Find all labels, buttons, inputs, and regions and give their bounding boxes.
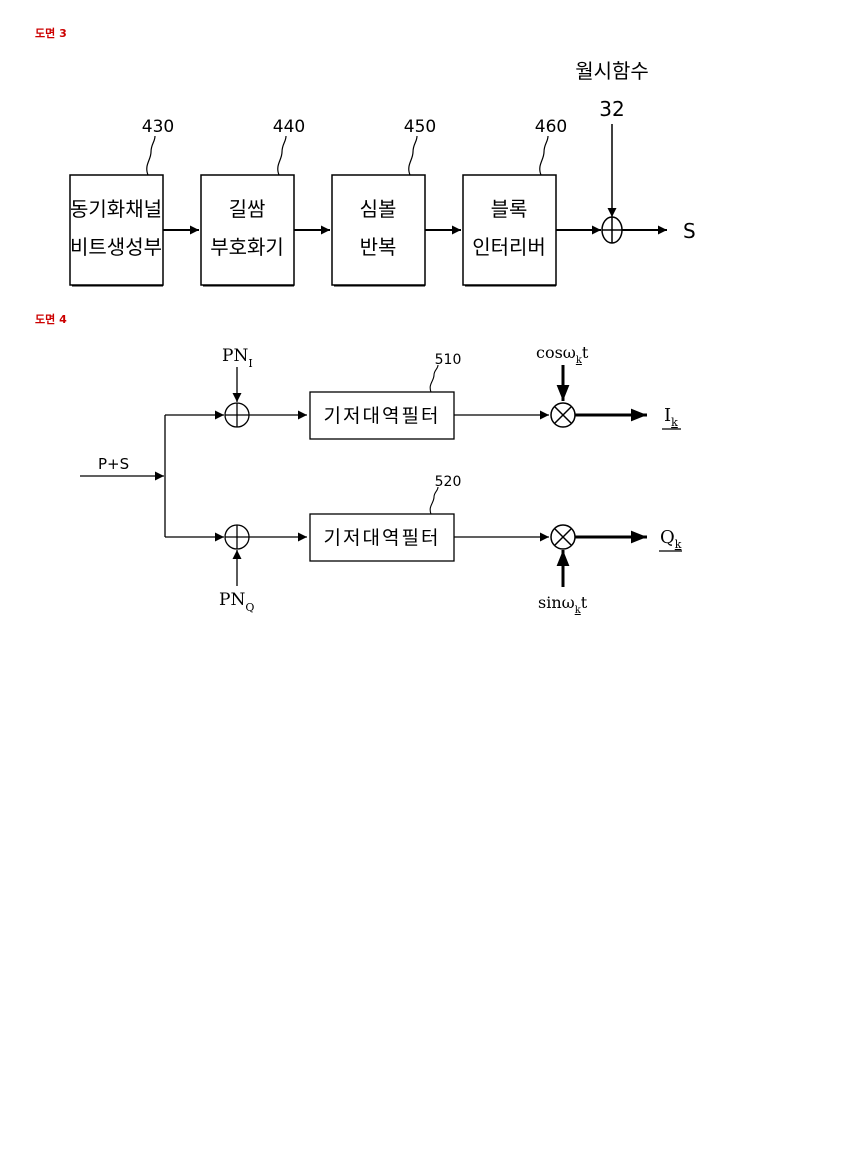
pn-i-label: PNI bbox=[222, 346, 253, 370]
adder-symbol-i bbox=[224, 402, 250, 428]
ref-number-520: 520 bbox=[435, 474, 462, 490]
pn-q-label: PNQ bbox=[219, 590, 254, 614]
sin-carrier-label: sinωkt bbox=[538, 593, 588, 616]
block-block-interleaver: 블록 인터리버 460 bbox=[462, 117, 567, 287]
output-q-label: Qk bbox=[660, 527, 682, 551]
block-430-line2: 비트생성부 bbox=[70, 235, 162, 259]
ref-number-460: 460 bbox=[535, 117, 567, 137]
adder-symbol-q bbox=[224, 524, 250, 550]
ref-number-430: 430 bbox=[142, 117, 174, 137]
ref-leader-450 bbox=[408, 135, 418, 176]
input-p-plus-s-label: P+S bbox=[98, 455, 129, 473]
block-430-box bbox=[69, 174, 164, 286]
block-460-box bbox=[462, 174, 557, 286]
block-symbol-repetition: 심볼 반복 450 bbox=[331, 117, 436, 287]
ref-number-440: 440 bbox=[273, 117, 305, 137]
block-460-line2: 인터리버 bbox=[472, 235, 546, 259]
block-450-box bbox=[331, 174, 426, 286]
block-430-line1: 동기화채널 bbox=[70, 197, 162, 221]
block-440-box bbox=[200, 174, 295, 286]
baseband-filter-520: 기저대역필터 520 bbox=[309, 474, 462, 562]
figure-4-label: 도면 4 bbox=[35, 312, 67, 326]
filter-520-label: 기저대역필터 bbox=[324, 527, 441, 549]
figure-4: 도면 4 P+S PNI PNQ 기저대역필터 5 bbox=[35, 312, 682, 616]
ref-number-510: 510 bbox=[435, 352, 462, 368]
baseband-filter-510: 기저대역필터 510 bbox=[309, 352, 462, 440]
output-s-label: S bbox=[683, 219, 696, 243]
multiplier-symbol-i bbox=[550, 402, 576, 428]
output-i-label: Ik bbox=[664, 405, 678, 429]
adder-symbol-fig3 bbox=[601, 216, 623, 244]
ref-leader-510 bbox=[429, 364, 439, 393]
block-convolutional-encoder: 길쌈 부호화기 440 bbox=[200, 117, 305, 287]
figure-3: 도면 3 동기화채널 비트생성부 430 길쌈 부호화기 440 심볼 반복 4 bbox=[35, 26, 696, 287]
ref-number-450: 450 bbox=[404, 117, 436, 137]
block-460-line1: 블록 bbox=[491, 197, 528, 221]
multiplier-symbol-q bbox=[550, 524, 576, 550]
block-440-line2: 부호화기 bbox=[210, 235, 284, 259]
ref-leader-460 bbox=[539, 135, 549, 176]
block-sync-channel-bit-generator: 동기화채널 비트생성부 430 bbox=[69, 117, 174, 287]
block-450-line1: 심볼 bbox=[360, 197, 397, 221]
ref-leader-440 bbox=[277, 135, 287, 176]
walsh-function-label: 월시함수 bbox=[575, 59, 649, 83]
block-440-line1: 길쌈 bbox=[229, 197, 266, 221]
walsh-function-number: 32 bbox=[599, 97, 624, 121]
ref-leader-520 bbox=[429, 486, 439, 515]
cos-carrier-label: cosωkt bbox=[536, 343, 589, 366]
filter-510-label: 기저대역필터 bbox=[324, 405, 441, 427]
block-450-line2: 반복 bbox=[360, 235, 397, 259]
figure-3-label: 도면 3 bbox=[35, 26, 67, 40]
ref-leader-430 bbox=[146, 135, 156, 176]
